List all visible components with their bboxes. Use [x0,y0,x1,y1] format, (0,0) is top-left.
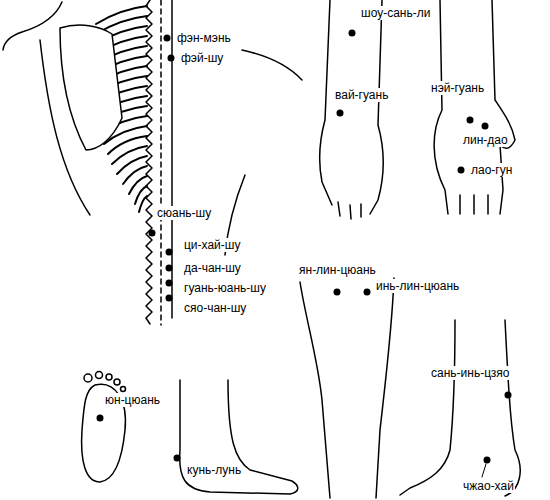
point-label: нэй-гуань [430,81,485,95]
leg-outline [400,320,455,495]
point-label: сюань-шу [156,206,212,220]
acupoint-dot [97,415,104,422]
point-label: ян-лин-цюань [298,263,377,277]
point-label: шоу-сань-ли [360,6,431,20]
points [97,30,512,464]
acupoint-dot [505,392,512,399]
toe [84,374,92,382]
point-label: юн-цюань [104,393,161,407]
fingers [338,202,361,219]
point-label: лао-гун [470,163,513,177]
acupoint-dot [149,230,156,237]
fingers [460,195,488,214]
acupoint-dot [337,110,344,117]
scapula [60,25,122,150]
body-outline [242,50,302,80]
point-label: гуань-юань-шу [183,281,267,295]
toe [114,379,120,385]
leg-outline [505,320,520,496]
point-label: инь-лин-цюань [375,279,460,293]
point-label: фэн-мэнь [176,31,232,45]
acupoint-dot [166,249,173,256]
arm-outline [492,0,515,214]
acupoint-dot [166,265,173,272]
point-label: вай-гуань [334,88,389,102]
acupoint-dot [168,55,175,62]
acupoint-dot [174,455,181,462]
point-label: да-чан-шу [183,261,242,275]
point-label: кунь-лунь [186,463,242,477]
shoulder-outline [3,2,62,50]
spine [146,0,152,324]
acupoint-dot [482,123,489,130]
arm-outline [370,0,383,214]
acupoint-dot [334,289,341,296]
acupoint-dot [349,30,356,37]
leg-outline [300,282,330,498]
point-label: лин-дао [462,133,509,147]
leader-line [482,464,486,477]
point-label: сяо-чан-шу [183,301,247,315]
point-label: фэй-шу [180,51,224,65]
acupoint-dot [467,117,474,124]
acupoint-dot [166,280,173,287]
leg-outline [376,278,394,498]
meridian-line [160,0,162,325]
point-label: чжао-хай [462,479,515,493]
arm-outline [320,0,332,205]
acupoint-dot [164,35,171,42]
foot-outline [180,380,298,494]
toe [121,387,126,392]
toe [106,374,112,380]
point-label: сань-инь-цзяо [430,366,511,380]
point-label: ци-хай-шу [183,238,241,252]
acupoint-dot [458,167,465,174]
acupoint-dot [166,295,173,302]
acupoint-dot [484,457,491,464]
acupoint-dot [364,289,371,296]
arm-outline [434,0,448,214]
toe [96,372,103,379]
